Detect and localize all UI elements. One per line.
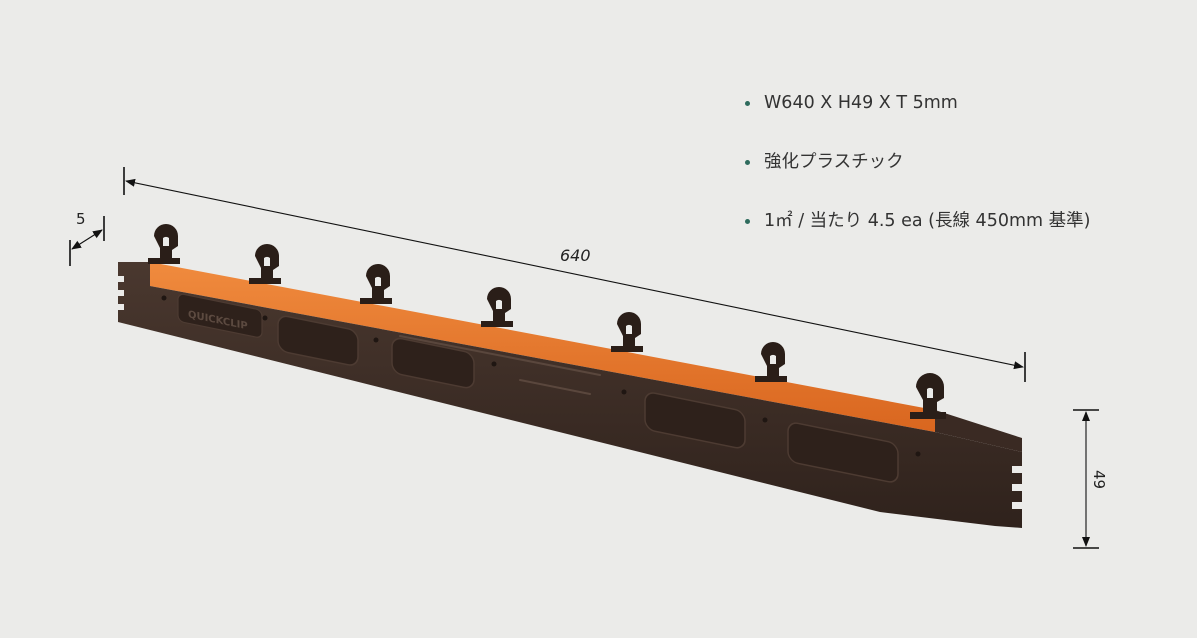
height-label: 49 <box>1090 470 1108 489</box>
clip <box>611 312 643 352</box>
spec-item-quantity: 1㎡ / 当たり 4.5 ea (長線 450mm 基準) <box>745 206 1090 236</box>
spec-item-dimensions: W640 X H49 X T 5mm <box>745 88 1090 118</box>
clip <box>481 287 513 327</box>
spec-text: 1㎡ / 当たり 4.5 ea (長線 450mm 基準) <box>764 211 1091 231</box>
embossed-text-band <box>399 335 601 395</box>
clip <box>755 342 787 382</box>
clip <box>148 224 180 264</box>
clip <box>910 373 946 419</box>
spec-item-material: 強化プラスチック <box>745 147 1090 177</box>
left-end-notches <box>110 276 124 310</box>
height-dimension: 49 <box>1073 409 1108 549</box>
clip <box>249 244 281 284</box>
orange-strip <box>150 262 935 432</box>
length-label: 640 <box>560 246 591 265</box>
spec-list: W640 X H49 X T 5mm 強化プラスチック 1㎡ / 当たり 4.5… <box>745 88 1090 265</box>
spacer-bar: QUICKCLIP <box>110 224 1026 528</box>
length-dimension: 640 <box>123 167 1026 382</box>
clip <box>360 264 392 304</box>
spec-text: 強化プラスチック <box>764 152 904 172</box>
thickness-dimension: 5 <box>69 210 105 266</box>
right-end-notches <box>1012 466 1026 509</box>
spec-text: W640 X H49 X T 5mm <box>764 93 958 113</box>
body-holes <box>161 295 921 457</box>
brand-panel: QUICKCLIP <box>177 293 263 338</box>
bullet-icon <box>745 160 750 165</box>
bullet-icon <box>745 219 750 224</box>
bullet-icon <box>745 101 750 106</box>
thickness-label: 5 <box>76 210 86 228</box>
recessed-panels <box>277 315 899 483</box>
